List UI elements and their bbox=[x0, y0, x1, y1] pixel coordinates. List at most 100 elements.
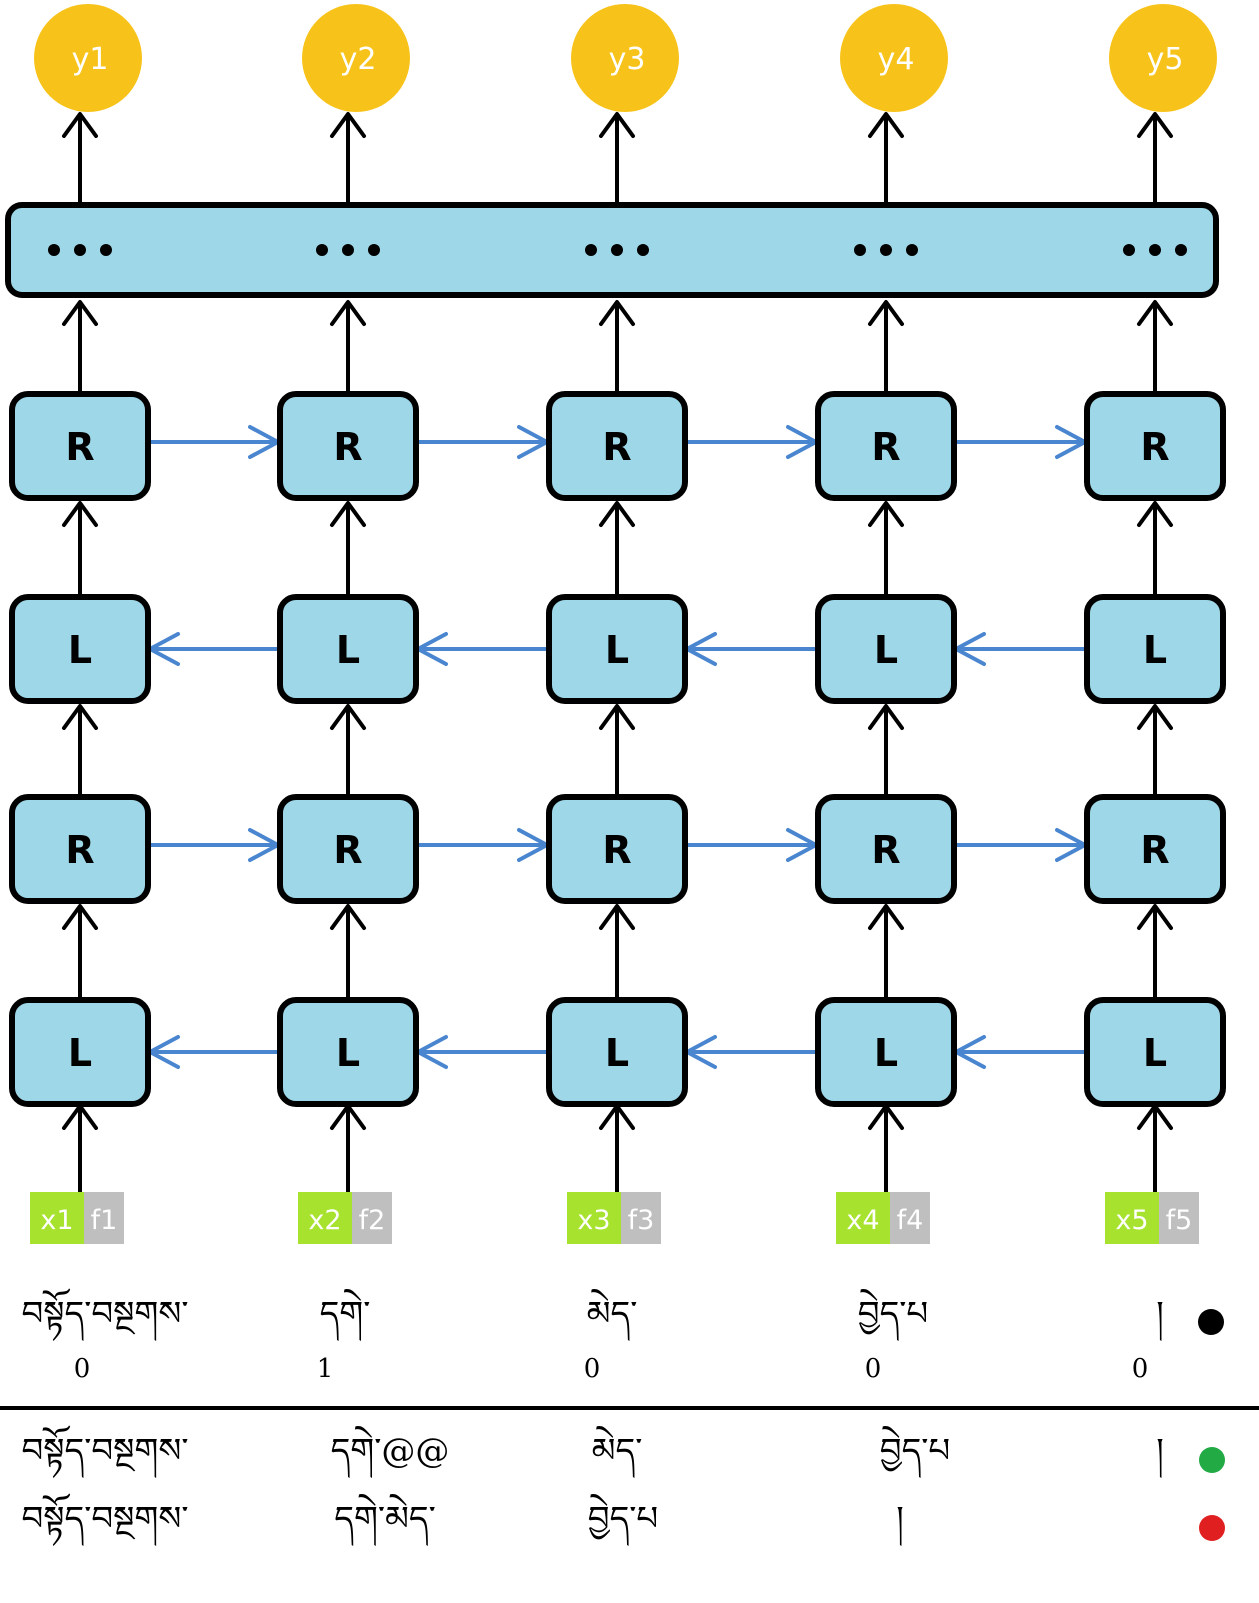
output-circle bbox=[571, 4, 679, 112]
recurrent-arrow-1-0 bbox=[148, 632, 278, 666]
input-x-box bbox=[30, 1192, 84, 1244]
cell-box bbox=[546, 391, 688, 501]
to-output-arrow-1 bbox=[330, 112, 366, 205]
example-label: 0 bbox=[865, 1354, 882, 1384]
cell-r-0-0: R bbox=[9, 391, 151, 501]
recurrent-arrow-2-3 bbox=[956, 828, 1087, 862]
to-dense-arrow-3 bbox=[868, 300, 904, 391]
output-node-1: y2 bbox=[302, 4, 410, 112]
cell-box bbox=[815, 794, 957, 904]
layer-arrow-2-0 bbox=[62, 704, 98, 794]
to-dense-arrow-4 bbox=[1137, 300, 1173, 391]
ellipsis-dot bbox=[100, 244, 112, 256]
recurrent-arrow-1-2 bbox=[685, 632, 816, 666]
compare-token: བསྟོད་བསྔགས་ bbox=[22, 1493, 189, 1547]
cell-box bbox=[546, 794, 688, 904]
compare-token: ། bbox=[1156, 1431, 1164, 1479]
cell-label: L bbox=[1143, 1031, 1167, 1075]
input-x-label: x3 bbox=[577, 1205, 610, 1236]
to-dense-arrow-2 bbox=[599, 300, 635, 391]
cell-l-1-0: L bbox=[9, 594, 151, 704]
cell-r-0-4: R bbox=[1084, 391, 1226, 501]
cell-label: R bbox=[65, 828, 94, 872]
to-output-arrow-4-head bbox=[1137, 112, 1173, 138]
input-arrow-1 bbox=[330, 1104, 366, 1192]
ellipsis-dot bbox=[1175, 244, 1187, 256]
ellipsis-dot bbox=[906, 244, 918, 256]
marker-dot-green bbox=[1199, 1447, 1225, 1473]
cell-label: L bbox=[874, 628, 898, 672]
edges bbox=[62, 112, 1173, 1192]
cell-l-1-4: L bbox=[1084, 594, 1226, 704]
cell-box bbox=[9, 794, 151, 904]
ellipsis-dot bbox=[316, 244, 328, 256]
ellipsis-3 bbox=[854, 244, 918, 256]
layer-arrow-1-2 bbox=[599, 501, 635, 594]
cell-box bbox=[1084, 594, 1226, 704]
output-label: y2 bbox=[340, 42, 377, 77]
layer-arrow-1-4-head bbox=[1137, 501, 1173, 527]
compare-token: ། bbox=[896, 1499, 904, 1547]
cell-box bbox=[9, 997, 151, 1107]
output-node-3: y4 bbox=[840, 4, 948, 112]
recurrent-arrow-2-1 bbox=[418, 828, 549, 862]
recurrent-arrow-0-0 bbox=[150, 425, 280, 459]
input-f-box bbox=[352, 1192, 392, 1244]
input-arrow-4 bbox=[1137, 1104, 1173, 1192]
layer-arrow-3-4 bbox=[1137, 904, 1173, 997]
cell-label: L bbox=[605, 1031, 629, 1075]
input-arrow-2 bbox=[599, 1104, 635, 1192]
recurrent-arrow-1-1 bbox=[416, 632, 547, 666]
cell-box bbox=[815, 997, 957, 1107]
layer-arrow-3-1 bbox=[330, 904, 366, 997]
to-dense-arrow-2-head bbox=[599, 300, 635, 326]
input-x-label: x1 bbox=[40, 1205, 73, 1236]
example-label: 1 bbox=[317, 1354, 334, 1384]
cell-box bbox=[9, 594, 151, 704]
input-f-box bbox=[84, 1192, 124, 1244]
to-dense-arrow-3-head bbox=[868, 300, 904, 326]
cell-label: R bbox=[333, 425, 362, 469]
input-x-label: x2 bbox=[308, 1205, 341, 1236]
output-node-2: y3 bbox=[571, 4, 679, 112]
cell-l-3-0: L bbox=[9, 997, 151, 1107]
example-token: དགེ་ bbox=[320, 1289, 371, 1342]
input-f-box bbox=[1159, 1192, 1199, 1244]
recurrent-arrow-3-1 bbox=[416, 1035, 547, 1069]
cell-label: R bbox=[602, 828, 631, 872]
recurrent-arrow-0-2 bbox=[687, 425, 818, 459]
compare-token: དགེ་མེད་ bbox=[334, 1494, 435, 1547]
layer-arrow-2-1-head bbox=[330, 704, 366, 730]
cell-label: R bbox=[602, 425, 631, 469]
to-output-arrow-0-head bbox=[62, 112, 98, 138]
compare-row-0: བསྟོད་བསྔགས་དགེ་@@མེད་བྱེད་པ། bbox=[22, 1425, 1225, 1479]
to-output-arrow-3-head bbox=[868, 112, 904, 138]
compare-token: བསྟོད་བསྔགས་ bbox=[22, 1425, 189, 1479]
ellipsis-dot bbox=[368, 244, 380, 256]
output-circle bbox=[302, 4, 410, 112]
ellipsis-dot bbox=[1123, 244, 1135, 256]
output-circle bbox=[34, 4, 142, 112]
ellipsis-dot bbox=[854, 244, 866, 256]
compare-token: བྱེད་པ bbox=[880, 1426, 950, 1479]
output-circle bbox=[1109, 4, 1217, 112]
compare-token: མེད་ bbox=[592, 1426, 643, 1479]
cell-r-0-2: R bbox=[546, 391, 688, 501]
cell-box bbox=[546, 594, 688, 704]
input-f-box bbox=[890, 1192, 930, 1244]
cell-r-0-1: R bbox=[277, 391, 419, 501]
cell-label: R bbox=[1140, 828, 1169, 872]
cell-label: L bbox=[874, 1031, 898, 1075]
ellipsis-0 bbox=[48, 244, 112, 256]
output-layer bbox=[5, 202, 1219, 298]
ellipsis-dot bbox=[585, 244, 597, 256]
input-x-label: x5 bbox=[1115, 1205, 1148, 1236]
layer-arrow-2-3 bbox=[868, 704, 904, 794]
ellipsis-dot bbox=[74, 244, 86, 256]
cell-r-2-2: R bbox=[546, 794, 688, 904]
example-token: བྱེད་པ bbox=[858, 1289, 928, 1342]
